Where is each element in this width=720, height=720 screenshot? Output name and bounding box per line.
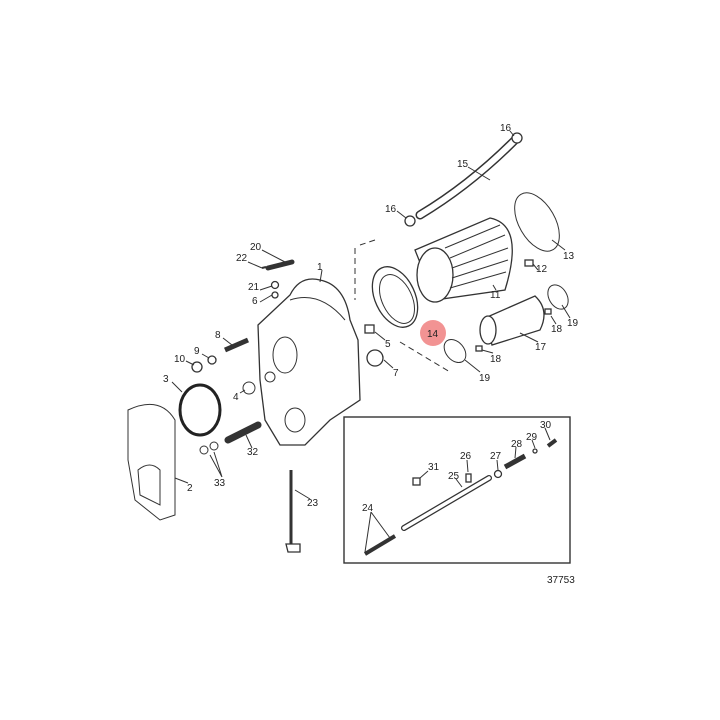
- callout-21[interactable]: 21: [248, 282, 260, 293]
- part-33-o-ring-2[interactable]: [209, 441, 219, 451]
- highlight-marker[interactable]: [420, 320, 446, 346]
- callout-7[interactable]: 7: [393, 368, 399, 379]
- part-2-gasket[interactable]: [127, 403, 176, 521]
- callout-10[interactable]: 10: [174, 354, 186, 365]
- callout-28[interactable]: 28: [511, 439, 523, 450]
- callout-32[interactable]: 32: [247, 447, 259, 458]
- part-27-nut[interactable]: [493, 469, 503, 479]
- part-18-screw-right[interactable]: [544, 308, 552, 315]
- part-19-clamp-lower[interactable]: [440, 335, 471, 366]
- callout-19[interactable]: 19: [567, 318, 579, 329]
- part-24-fittings[interactable]: [363, 534, 397, 556]
- part-22-pin[interactable]: [261, 266, 267, 269]
- callout-11[interactable]: 11: [490, 290, 501, 301]
- part-28-fitting[interactable]: [503, 453, 527, 470]
- drawing-number: 37753: [547, 575, 575, 586]
- part-16-clamp-top[interactable]: [511, 132, 523, 144]
- part-10-nut[interactable]: [191, 361, 203, 373]
- callout-31[interactable]: 31: [428, 462, 440, 473]
- callout-22[interactable]: 22: [236, 253, 248, 264]
- callout-27[interactable]: 27: [490, 451, 502, 462]
- callout-19[interactable]: 19: [479, 373, 491, 384]
- part-19-clamp-right[interactable]: [544, 281, 573, 313]
- part-1-housing[interactable]: [257, 278, 361, 446]
- callout-8[interactable]: 8: [215, 330, 221, 341]
- part-5-plug[interactable]: [364, 324, 375, 334]
- part-21-washer[interactable]: [270, 280, 280, 290]
- part-29-spring[interactable]: [532, 448, 538, 454]
- part-4-o-ring[interactable]: [242, 381, 256, 395]
- callout-13[interactable]: 13: [563, 251, 575, 262]
- part-7-washer[interactable]: [366, 349, 384, 367]
- part-16-clamp[interactable]: [404, 215, 416, 227]
- callout-16[interactable]: 16: [385, 204, 397, 215]
- callout-26[interactable]: 26: [460, 451, 472, 462]
- callout-20[interactable]: 20: [250, 242, 262, 253]
- callout-33[interactable]: 33: [214, 478, 226, 489]
- part-17-bellows[interactable]: [479, 295, 545, 346]
- part-11-bellows[interactable]: [414, 217, 513, 303]
- callout-9[interactable]: 9: [194, 346, 200, 357]
- part-26-fitting[interactable]: [465, 473, 472, 483]
- callout-24[interactable]: 24: [362, 503, 374, 514]
- part-15-hose[interactable]: [415, 135, 520, 220]
- part-32-valve[interactable]: [224, 421, 262, 444]
- callout-18[interactable]: 18: [551, 324, 563, 335]
- callout-6[interactable]: 6: [252, 296, 258, 307]
- callout-16[interactable]: 16: [500, 123, 512, 134]
- callout-14[interactable]: 14: [427, 329, 439, 340]
- part-14-ring[interactable]: [363, 260, 426, 335]
- callout-18[interactable]: 18: [490, 354, 502, 365]
- part-20-lever[interactable]: [265, 259, 295, 271]
- callout-30[interactable]: 30: [540, 420, 552, 431]
- callout-4[interactable]: 4: [233, 392, 239, 403]
- part-8-stud[interactable]: [224, 337, 249, 353]
- callout-25[interactable]: 25: [448, 471, 460, 482]
- part-3-seal[interactable]: [178, 383, 222, 437]
- callout-23[interactable]: 23: [307, 498, 319, 509]
- callout-2[interactable]: 2: [187, 483, 193, 494]
- part-33-o-ring[interactable]: [199, 445, 209, 455]
- callout-1[interactable]: 1: [317, 262, 323, 273]
- callout-17[interactable]: 17: [535, 342, 547, 353]
- part-18-screw-lower[interactable]: [475, 345, 483, 352]
- part-31-clip[interactable]: [412, 477, 421, 486]
- part-6-nut[interactable]: [271, 291, 279, 299]
- part-23-rod[interactable]: [285, 470, 301, 553]
- part-30-fitting[interactable]: [546, 438, 558, 448]
- callout-3[interactable]: 3: [163, 374, 169, 385]
- part-13-clamp[interactable]: [505, 185, 568, 258]
- part-9-washer[interactable]: [207, 355, 217, 365]
- detail-inset-box: [343, 416, 571, 564]
- callout-12[interactable]: 12: [536, 264, 548, 275]
- callout-5[interactable]: 5: [385, 339, 391, 350]
- callout-29[interactable]: 29: [526, 432, 538, 443]
- part-12-screw[interactable]: [524, 259, 534, 267]
- callout-15[interactable]: 15: [457, 159, 469, 170]
